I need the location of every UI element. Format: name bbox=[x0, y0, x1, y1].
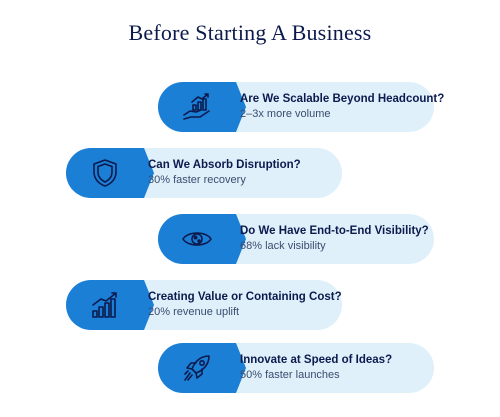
icon-badge bbox=[66, 148, 154, 198]
list-item: Can We Absorb Disruption? 30% faster rec… bbox=[66, 148, 342, 198]
item-stat: 2–3x more volume bbox=[240, 108, 331, 120]
hand-growth-icon bbox=[183, 93, 210, 120]
rocket-icon bbox=[184, 355, 210, 381]
list-item: Innovate at Speed of Ideas? 50% faster l… bbox=[158, 343, 434, 393]
bar-chart-icon bbox=[92, 292, 117, 318]
item-heading: Are We Scalable Beyond Headcount? bbox=[240, 93, 445, 105]
item-stat: 68% lack visibility bbox=[240, 240, 326, 252]
eye-icon bbox=[182, 232, 212, 246]
icon-badge bbox=[158, 82, 246, 132]
item-heading: Do We Have End-to-End Visibility? bbox=[240, 225, 429, 237]
list-item: Creating Value or Containing Cost? 20% r… bbox=[66, 280, 342, 330]
item-heading: Creating Value or Containing Cost? bbox=[148, 291, 342, 303]
item-stat: 50% faster launches bbox=[240, 369, 340, 381]
page-title: Before Starting A Business bbox=[128, 20, 372, 45]
icon-badge bbox=[66, 280, 154, 330]
shield-icon bbox=[93, 159, 117, 187]
item-stat: 30% faster recovery bbox=[148, 174, 246, 186]
icon-badge bbox=[158, 343, 246, 393]
item-stat: 20% revenue uplift bbox=[148, 306, 240, 318]
list-item: Do We Have End-to-End Visibility? 68% la… bbox=[158, 214, 434, 264]
icon-badge bbox=[158, 214, 246, 264]
item-heading: Innovate at Speed of Ideas? bbox=[240, 354, 393, 366]
list-item: Are We Scalable Beyond Headcount? 2–3x m… bbox=[158, 82, 445, 132]
item-heading: Can We Absorb Disruption? bbox=[148, 159, 301, 171]
